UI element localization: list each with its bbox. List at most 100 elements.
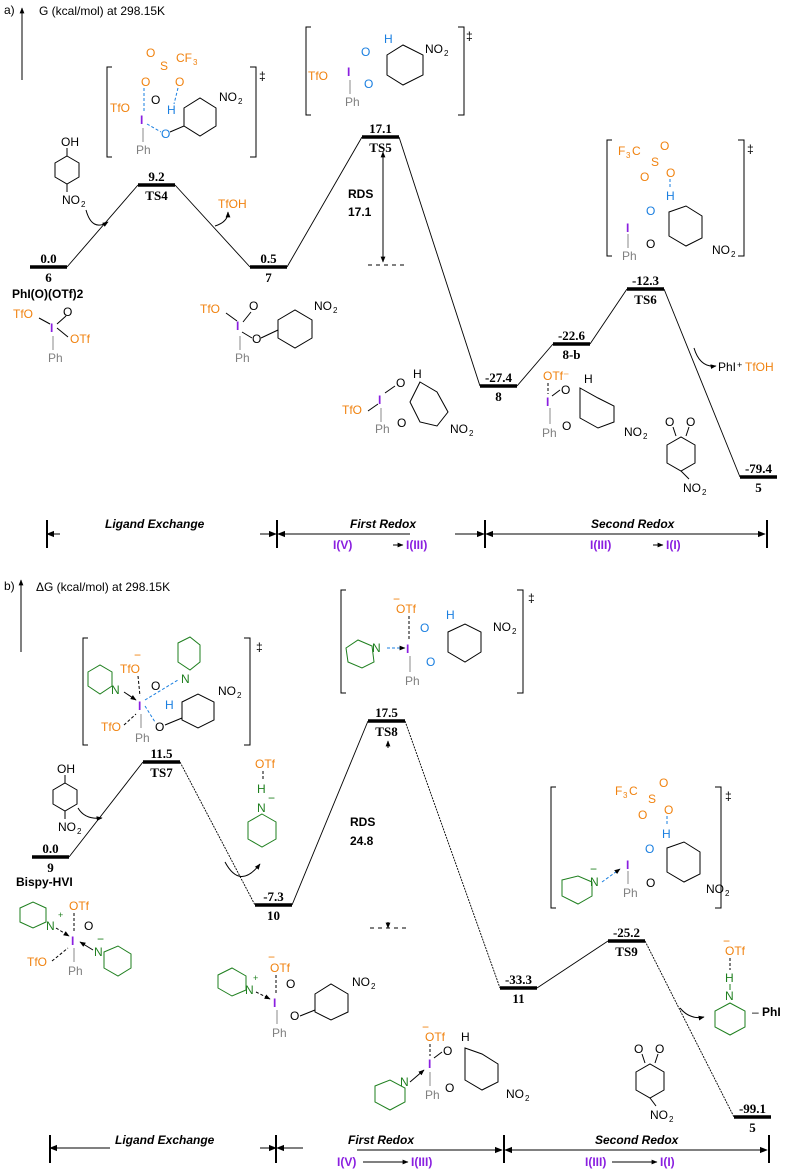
- svg-text:O: O: [151, 679, 160, 693]
- energy-value-ts5: 17.1: [369, 121, 392, 136]
- energy-label-5: 5: [755, 480, 762, 495]
- phio-otf2-name: PhI(O)(OTf)2: [12, 287, 84, 301]
- svg-text:O: O: [141, 75, 150, 89]
- svg-text:OTf: OTf: [255, 757, 276, 771]
- svg-text:2: 2: [238, 97, 243, 106]
- svg-text:H: H: [461, 1030, 470, 1044]
- svg-text:O: O: [249, 299, 258, 313]
- svg-text:O: O: [646, 204, 655, 218]
- stage-a-first-from: I(V): [333, 538, 352, 552]
- energy-value-5: -79.4: [745, 461, 773, 476]
- svg-text:I: I: [236, 319, 239, 333]
- stage-a-second-redox: Second Redox: [591, 517, 676, 531]
- svg-text:O: O: [655, 1042, 664, 1056]
- svg-text:I: I: [273, 996, 276, 1010]
- svg-text:NO: NO: [218, 684, 236, 698]
- pyridinium-otf-product: OTf − H N: [714, 934, 746, 1036]
- connector-ts7-10: [179, 761, 256, 906]
- svg-text:Ph: Ph: [425, 1088, 440, 1102]
- svg-text:3: 3: [193, 58, 198, 67]
- svg-text:‡: ‡: [528, 591, 535, 605]
- svg-text:H: H: [257, 782, 266, 796]
- svg-text:2: 2: [81, 200, 86, 209]
- svg-text:+: +: [253, 973, 258, 983]
- rds-label: RDS: [348, 187, 373, 201]
- svg-text:H: H: [584, 372, 593, 386]
- svg-text:2: 2: [731, 250, 736, 259]
- svg-text:I: I: [626, 221, 629, 235]
- energy-label-11: 11: [512, 991, 524, 1006]
- energy-value-5: -99.1: [739, 1101, 766, 1116]
- svg-text:O: O: [638, 808, 647, 822]
- stage-a-ligand-exchange: Ligand Exchange: [105, 517, 205, 531]
- svg-text:NO: NO: [352, 975, 370, 989]
- svg-text:2: 2: [371, 982, 376, 991]
- svg-text:O: O: [397, 416, 406, 430]
- y-axis-label: G (kcal/mol) at 298.15K: [39, 4, 165, 18]
- stage-bar-a: Ligand Exchange First Redox I(V) I(III) …: [46, 517, 768, 552]
- svg-text:Ph: Ph: [48, 351, 63, 365]
- product-phi: PhI: [718, 360, 736, 374]
- panel-a: a) G (kcal/mol) at 298.15K 0.069.2TS40.5…: [4, 3, 777, 552]
- ts6-structure: ‡ F 3 C S O O O H O I Ph O NO 2: [606, 139, 754, 263]
- svg-text:S: S: [651, 155, 659, 169]
- svg-text:NO: NO: [624, 425, 642, 439]
- connector-11-ts9: [536, 940, 609, 989]
- svg-text:−: −: [590, 862, 597, 876]
- energy-label-ts7: TS7: [150, 765, 173, 780]
- ts8-structure: ‡ N OTf − I O O H NO 2 Ph: [340, 589, 535, 694]
- svg-text:O: O: [396, 376, 405, 390]
- energy-label-6: 6: [45, 270, 52, 285]
- svg-text:2: 2: [444, 49, 449, 58]
- energy-label-ts5: TS5: [369, 140, 392, 155]
- energy-value-ts9: -25.2: [613, 925, 640, 940]
- svg-text:H: H: [662, 827, 671, 841]
- svg-text:Ph: Ph: [272, 1026, 287, 1040]
- svg-text:NO: NO: [450, 422, 468, 436]
- svg-text:NO: NO: [650, 1108, 668, 1122]
- tfoh-label: TfOH: [218, 197, 247, 211]
- connector-9-ts7: [68, 761, 144, 858]
- svg-text:TfO: TfO: [13, 307, 33, 321]
- energy-value-ts4: 9.2: [148, 169, 164, 184]
- energy-label-ts6: TS6: [634, 292, 657, 307]
- energy-label-5: 5: [749, 1120, 756, 1135]
- svg-text:O: O: [161, 127, 170, 141]
- y-axis-label-b: ΔG (kcal/mol) at 298.15K: [36, 580, 170, 594]
- svg-text:O: O: [646, 876, 655, 890]
- energy-label-7: 7: [265, 270, 272, 285]
- p-nitrophenol-structure: OH NO 2: [54, 135, 86, 209]
- connector-ts4-7: [174, 184, 251, 268]
- stage-b-first-to: I(III): [411, 1155, 432, 1169]
- panel-a-label: a): [4, 3, 15, 17]
- pyridinium-exit-arrow: [224, 861, 261, 877]
- svg-text:Ph: Ph: [135, 731, 150, 745]
- svg-text:N: N: [400, 1075, 409, 1089]
- stage-bar-b: Ligand Exchange First Redox I(V) I(III) …: [49, 1133, 770, 1169]
- stage-a-first-redox: First Redox: [350, 517, 417, 531]
- substrate-entry-arrow-b: [77, 807, 103, 822]
- svg-text:O: O: [666, 166, 675, 180]
- substrate-entry-arrow: [85, 209, 109, 227]
- svg-text:Ph: Ph: [345, 95, 360, 109]
- ts4-structure: ‡ O S CF 3 O O TfO I O H O Ph NO 2: [106, 46, 266, 158]
- svg-text:Ph: Ph: [542, 426, 557, 440]
- svg-text:I: I: [378, 393, 381, 407]
- svg-text:OTf⁻: OTf⁻: [543, 369, 569, 383]
- svg-text:3: 3: [626, 151, 631, 160]
- connector-8-b-ts6: [589, 288, 628, 345]
- product-plus: +: [737, 360, 742, 370]
- svg-text:OTf: OTf: [270, 961, 291, 975]
- svg-text:O: O: [686, 415, 695, 429]
- svg-text:O: O: [364, 77, 373, 91]
- svg-text:‡: ‡: [466, 29, 473, 43]
- svg-text:H: H: [725, 971, 734, 985]
- product-exit-arrow: [693, 347, 717, 370]
- svg-text:O: O: [420, 621, 429, 635]
- svg-text:S: S: [648, 792, 656, 806]
- svg-text:H: H: [666, 189, 675, 203]
- svg-text:I: I: [50, 321, 53, 335]
- energy-value-9: 0.0: [42, 841, 58, 856]
- svg-text:−: −: [422, 1020, 429, 1034]
- stage-b-second-redox: Second Redox: [595, 1133, 680, 1147]
